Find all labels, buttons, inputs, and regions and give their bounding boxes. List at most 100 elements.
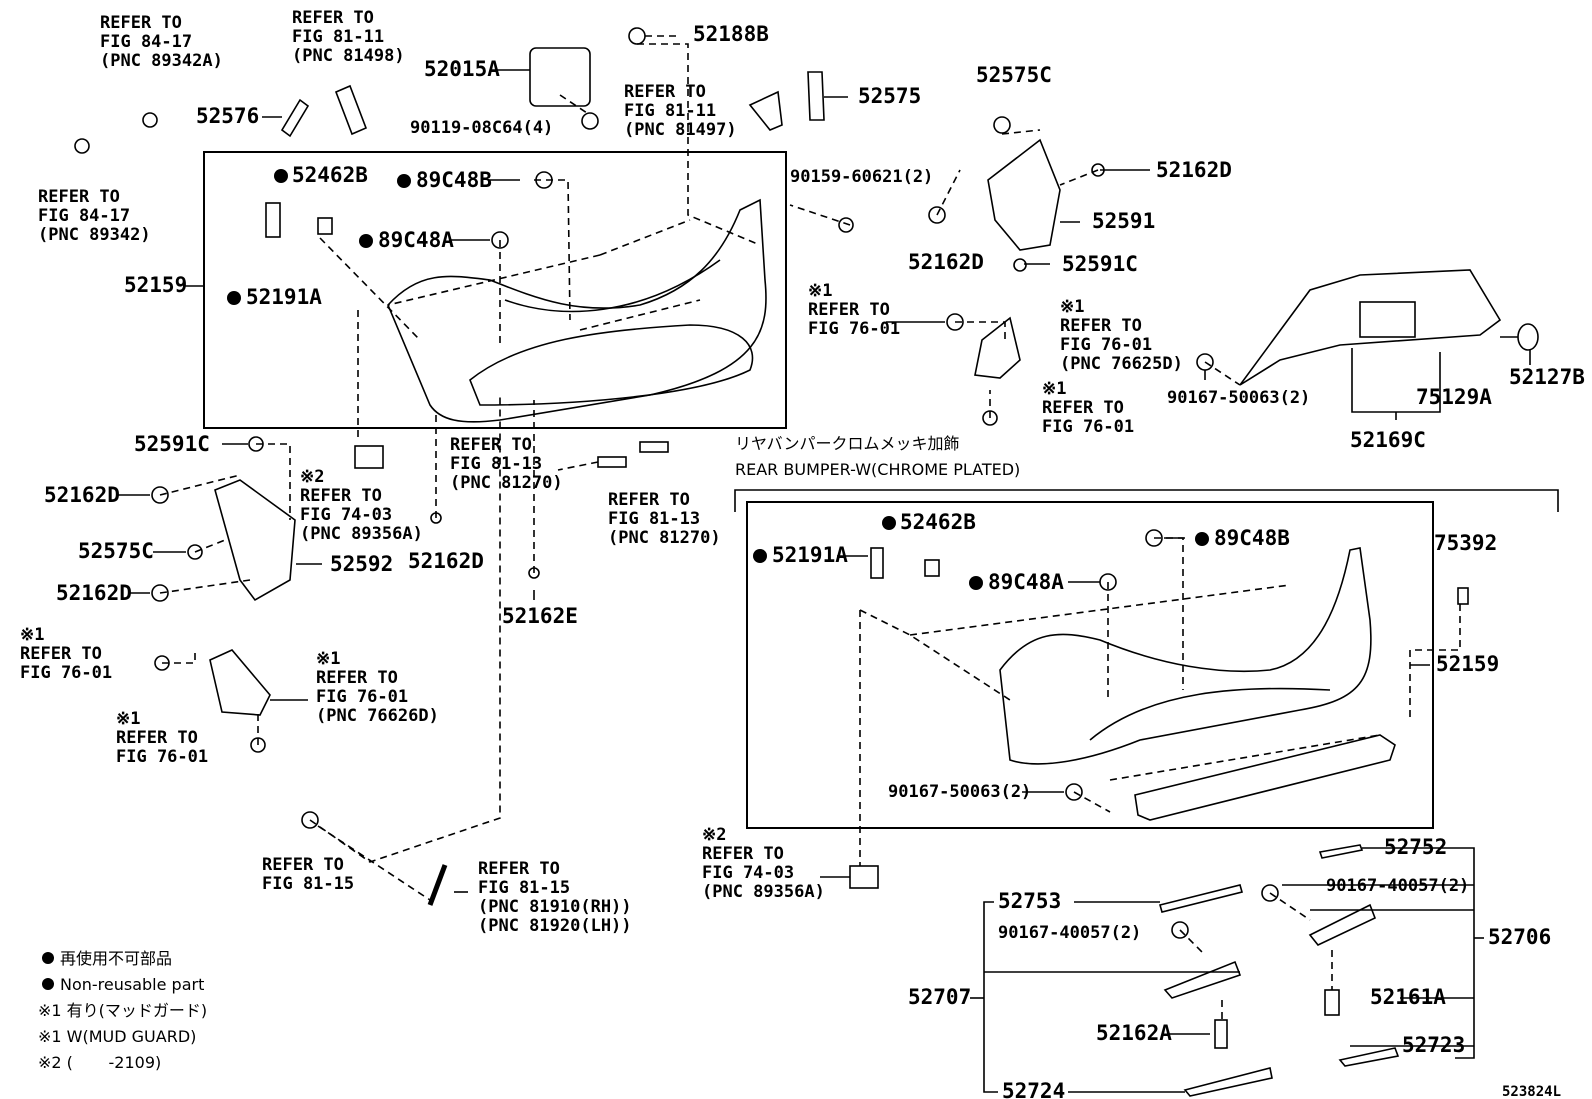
label-52162d-left2: 52162D — [56, 581, 132, 605]
label-52169c: 52169C — [1350, 428, 1426, 452]
label-52191a-upper: 52191A — [246, 285, 322, 309]
diagram-id: 523824L — [1502, 1084, 1561, 1099]
label-89c48b-chrome: 89C48B — [1214, 526, 1290, 550]
label-52162d-left1: 52162D — [44, 483, 120, 507]
refer-line: REFER TO — [624, 82, 706, 102]
refer-line: ※1 — [1060, 297, 1084, 317]
pad-52191a-upper — [265, 202, 281, 238]
bracket-52015a — [529, 47, 591, 107]
refer-line: FIG 84-17 — [100, 32, 192, 52]
legend-note1-en: ※1 W(MUD GUARD) — [38, 1027, 196, 1046]
label-52127b: 52127B — [1509, 365, 1585, 389]
part-52575 — [807, 71, 825, 121]
lamp-52706 — [1308, 903, 1377, 946]
refer-line: (PNC 89356A) — [300, 524, 423, 544]
section-title-en: REAR BUMPER-W(CHROME PLATED) — [735, 460, 1020, 479]
refer-line: REFER TO — [300, 486, 382, 506]
refer-line: FIG 76-01 — [116, 747, 208, 767]
refer-line: REFER TO — [1060, 316, 1142, 336]
label-52575: 52575 — [858, 84, 921, 108]
label-52159-chrome: 52159 — [1436, 652, 1499, 676]
pad-52462b-upper — [317, 217, 333, 235]
legend-note1-jp: ※1 有り(マッドガード) — [38, 1001, 207, 1020]
bumper-inner-line-upper — [504, 259, 721, 313]
mud-guard-76626d — [209, 649, 271, 716]
part-52724 — [1183, 1067, 1273, 1097]
refer-line: REFER TO — [316, 668, 398, 688]
refer-line: FIG 76-01 — [1060, 335, 1152, 355]
refer-line: REFER TO — [478, 859, 560, 879]
bracket-52591 — [987, 138, 1061, 251]
refer-line: (PNC 81498) — [292, 46, 405, 66]
label-52161a: 52161A — [1370, 985, 1446, 1009]
part-81910 — [427, 864, 448, 906]
legend-non-reusable-en: Non-reusable part — [60, 975, 204, 994]
label-90159-60621: 90159-60621(2) — [790, 167, 933, 187]
refer-line: ※2 — [702, 825, 726, 845]
label-89c48a-upper: 89C48A — [378, 228, 454, 252]
refer-line: (PNC 81910(RH)) — [478, 897, 632, 917]
refer-line: ※1 — [116, 709, 140, 729]
label-89c48a-chrome: 89C48A — [988, 570, 1064, 594]
refer-line: (PNC 81270) — [608, 528, 721, 548]
part-81497 — [748, 90, 783, 131]
part-52723 — [1338, 1047, 1400, 1067]
refer-line: REFER TO — [292, 8, 374, 28]
refer-line: FIG 76-01 — [20, 663, 112, 683]
refer-line: (PNC 81270) — [450, 473, 563, 493]
label-75129a — [1359, 301, 1416, 338]
refer-line: (PNC 76625D) — [1060, 354, 1183, 374]
label-90167-50063-top: 90167-50063(2) — [1167, 388, 1310, 408]
refer-line: REFER TO — [1042, 398, 1124, 418]
refer-line: FIG 81-13 — [608, 509, 700, 529]
part-75392 — [1457, 587, 1469, 605]
undercover-52169c — [1239, 269, 1502, 386]
label-52753: 52753 — [998, 889, 1061, 913]
label-52591c-left: 52591C — [134, 432, 210, 456]
label-52707: 52707 — [908, 985, 971, 1009]
label-52724: 52724 — [1002, 1079, 1065, 1099]
section-title-jp: リヤバンパークロムメッキ加飾 — [735, 434, 959, 453]
rear-bumper-cover-chrome — [999, 547, 1372, 765]
label-52723: 52723 — [1402, 1033, 1465, 1057]
refer-line: (PNC 89342A) — [100, 51, 223, 71]
part-52576 — [280, 98, 310, 138]
refer-line: FIG 74-03 — [300, 505, 392, 525]
bumper-lower-opening-upper — [469, 324, 754, 406]
part-81498 — [334, 84, 368, 136]
label-90167-40057-right: 90167-40057(2) — [1326, 876, 1469, 896]
label-52576: 52576 — [196, 104, 259, 128]
label-90167-40057-left: 90167-40057(2) — [998, 923, 1141, 943]
refer-line: REFER TO — [20, 644, 102, 664]
refer-line: FIG 76-01 — [316, 687, 408, 707]
refer-line: (PNC 76626D) — [316, 706, 439, 726]
label-90119-08c64: 90119-08C64(4) — [410, 118, 553, 138]
lamp-52707 — [1163, 960, 1242, 999]
refer-line: REFER TO — [450, 435, 532, 455]
refer-line: (PNC 89342) — [38, 225, 151, 245]
cap-52127b — [1517, 323, 1539, 351]
bumper-inner-line-chrome — [1089, 687, 1331, 741]
refer-line: (PNC 89356A) — [702, 882, 825, 902]
refer-line: REFER TO — [808, 300, 890, 320]
refer-line: FIG 84-17 — [38, 206, 130, 226]
refer-line: (PNC 81497) — [624, 120, 737, 140]
refer-line: REFER TO — [608, 490, 690, 510]
refer-line: (PNC 81920(LH)) — [478, 916, 632, 936]
refer-line: ※2 — [300, 467, 324, 487]
refer-line: FIG 76-01 — [808, 319, 900, 339]
label-52015a: 52015A — [424, 57, 500, 81]
refer-line: FIG 81-15 — [262, 874, 354, 894]
bracket-52592 — [214, 479, 296, 602]
